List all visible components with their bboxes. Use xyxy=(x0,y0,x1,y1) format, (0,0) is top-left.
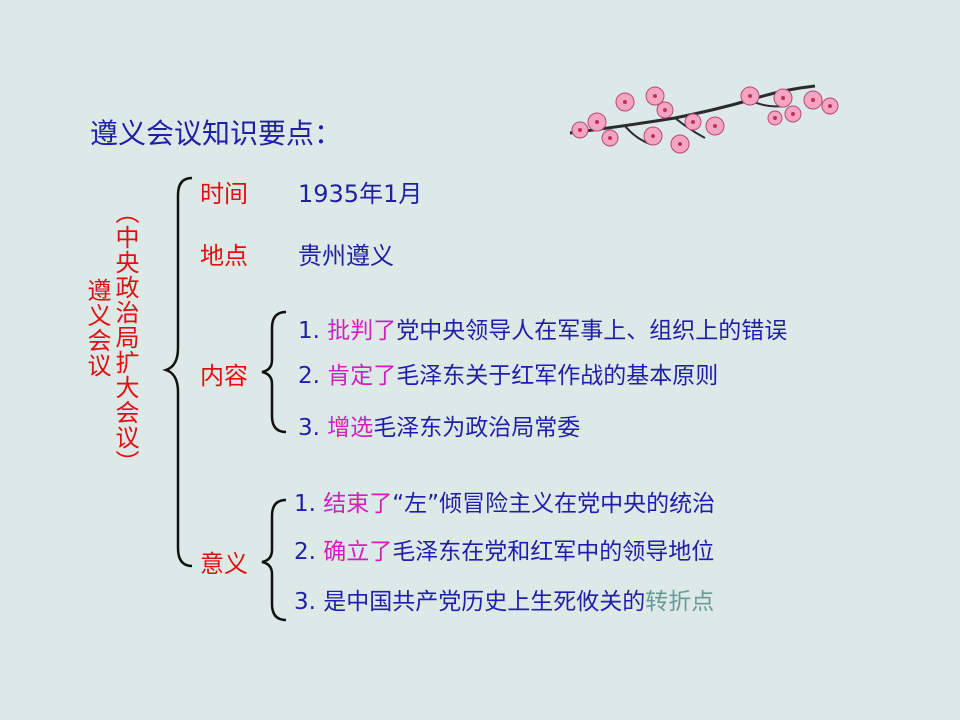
item-keyword: 确立了 xyxy=(323,539,393,565)
significance-item-1: 1. 结束了“左”倾冒险主义在党中央的统治 xyxy=(294,484,715,518)
item-keyword: 结束了 xyxy=(323,491,393,517)
plum-blossom-branch-icon xyxy=(569,84,839,154)
item-keyword: 批判了 xyxy=(327,318,397,344)
item-number: 3. xyxy=(298,415,328,441)
content-item-3: 3. 增选毛泽东为政治局常委 xyxy=(298,408,580,442)
content-item-2: 2. 肯定了毛泽东关于红军作战的基本原则 xyxy=(298,356,718,390)
category-place-label: 地点 xyxy=(200,242,248,270)
item-text: 毛泽东关于红军作战的基本原则 xyxy=(396,363,719,389)
item-text: 党中央领导人在军事上、组织上的错误 xyxy=(396,318,788,344)
topic-main-label: 遵义会议 xyxy=(83,278,111,378)
content-brace xyxy=(261,310,287,434)
significance-item-3: 3. 是中国共产党历史上生死攸关的转折点 xyxy=(294,582,714,616)
item-keyword: 肯定了 xyxy=(327,363,397,389)
significance-item-2: 2. 确立了毛泽东在党和红军中的领导地位 xyxy=(294,532,714,566)
category-significance-label: 意义 xyxy=(200,550,248,578)
item-number: 2. xyxy=(294,539,324,565)
item-number: 1. xyxy=(294,491,324,517)
topic-sub-label: （中央政治局扩大会议） xyxy=(111,200,139,475)
place-value: 贵州遵义 xyxy=(298,242,394,270)
main-brace xyxy=(162,176,193,568)
item-text: 毛泽东为政治局常委 xyxy=(373,415,581,441)
item-keyword: 转折点 xyxy=(645,589,715,615)
content-item-1: 1. 批判了党中央领导人在军事上、组织上的错误 xyxy=(298,311,787,345)
item-number: 1. xyxy=(298,318,328,344)
item-number: 3. xyxy=(294,589,324,615)
item-text: 毛泽东在党和红军中的领导地位 xyxy=(392,539,715,565)
item-keyword: 增选 xyxy=(327,415,374,441)
category-time-label: 时间 xyxy=(200,180,248,208)
significance-brace xyxy=(261,498,287,622)
page-title: 遵义会议知识要点： xyxy=(90,117,343,150)
item-text: “左”倾冒险主义在党中央的统治 xyxy=(392,491,716,517)
item-number: 2. xyxy=(298,363,328,389)
item-text: 是中国共产党历史上生死攸关的 xyxy=(323,589,646,615)
time-value: 1935年1月 xyxy=(298,180,423,208)
category-content-label: 内容 xyxy=(200,362,248,390)
